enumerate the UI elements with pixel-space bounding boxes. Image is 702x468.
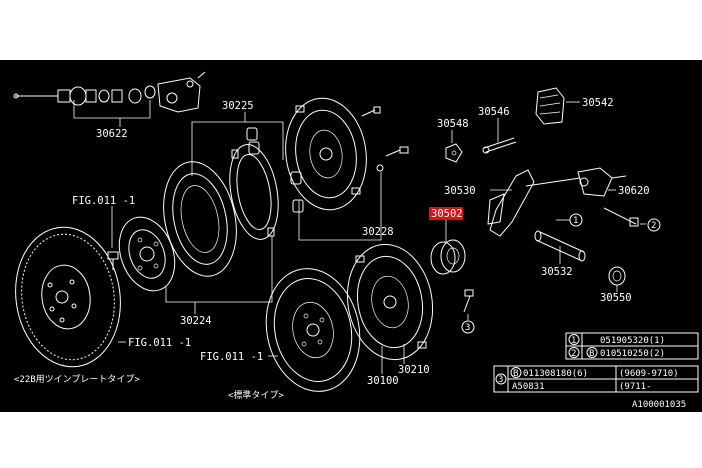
cover-bolt-top[interactable] [361,106,381,117]
diagram-id: A100001035 [632,400,686,410]
release-cylinder-assembly[interactable] [13,71,206,127]
label-30620: 30620 [618,185,650,197]
release-fork[interactable] [487,167,627,237]
callout-3: 3 [465,323,470,333]
label-fig-bottom: FIG.011 -1 [200,351,263,363]
bolt-callout-2[interactable] [603,207,639,227]
legend-row-3-sub: B [513,369,518,379]
clutch-disc-standard[interactable] [255,260,371,400]
label-30542: 30542 [582,97,614,109]
release-bearing-30502[interactable] [430,239,466,275]
legend-row-4-extra: (9711- [619,382,652,392]
note-standard: <標準タイプ> [228,389,284,401]
clutch-cover-twin[interactable] [279,93,374,215]
bushing-30550[interactable] [608,266,626,286]
label-30546: 30546 [478,106,510,118]
legend-row-1-part: 051905320(1) [600,336,665,346]
legend-row-2-num: 2 [571,349,576,359]
legend-row-3-num: 3 [498,375,503,385]
legend-table: 1 051905320(1) 2 B 010510250(2) 3 B 0113… [493,332,699,393]
label-fig-left: FIG.011 -1 [128,337,191,349]
label-30228: 30228 [362,226,394,238]
label-30622: 30622 [96,128,128,140]
legend-row-3-extra: (9609-9710) [619,369,679,379]
label-30225: 30225 [222,100,254,112]
label-30550: 30550 [600,292,632,304]
release-bearing-clip[interactable] [445,143,463,163]
bolt-callout-3[interactable] [463,289,474,313]
label-30548: 30548 [437,118,469,130]
label-30100: 30100 [367,375,399,387]
label-30502[interactable]: 30502 [431,208,463,220]
clutch-cover-standard[interactable] [339,238,442,367]
label-fig-top: FIG.011 -1 [72,195,135,207]
legend-row-2-sub: B [589,349,594,359]
cover-bolt-right[interactable] [376,146,409,172]
strap-springs[interactable] [246,127,304,213]
note-twin-plate: <22B用ツインプレートタイプ> [14,374,140,385]
callout-circle-3 [461,320,475,334]
pressure-plate-outer[interactable] [154,155,247,283]
twin-clutch-disc[interactable] [110,209,185,298]
callout-circle-2 [647,218,661,232]
boot-30542[interactable] [535,87,565,125]
legend-row-3-part: 011308180(6) [523,369,588,379]
intermediate-plate[interactable] [223,141,285,244]
callout-1: 1 [573,216,578,226]
callout-circle-1 [569,213,583,227]
pivot-pin[interactable] [482,137,517,154]
label-30224: 30224 [180,315,212,327]
part-highlight [429,207,463,220]
label-30210: 30210 [398,364,430,376]
flywheel-bolt[interactable] [107,251,119,270]
flywheel[interactable] [7,220,129,373]
legend-row-2-part: 010510250(2) [600,349,665,359]
pivot-shaft[interactable] [534,230,586,262]
diagram-panel [0,60,702,412]
callout-2: 2 [651,221,656,231]
legend-row-4-part: A50831 [512,382,545,392]
legend-row-1-num: 1 [571,336,576,346]
label-30532: 30532 [541,266,573,278]
label-30530: 30530 [444,185,476,197]
